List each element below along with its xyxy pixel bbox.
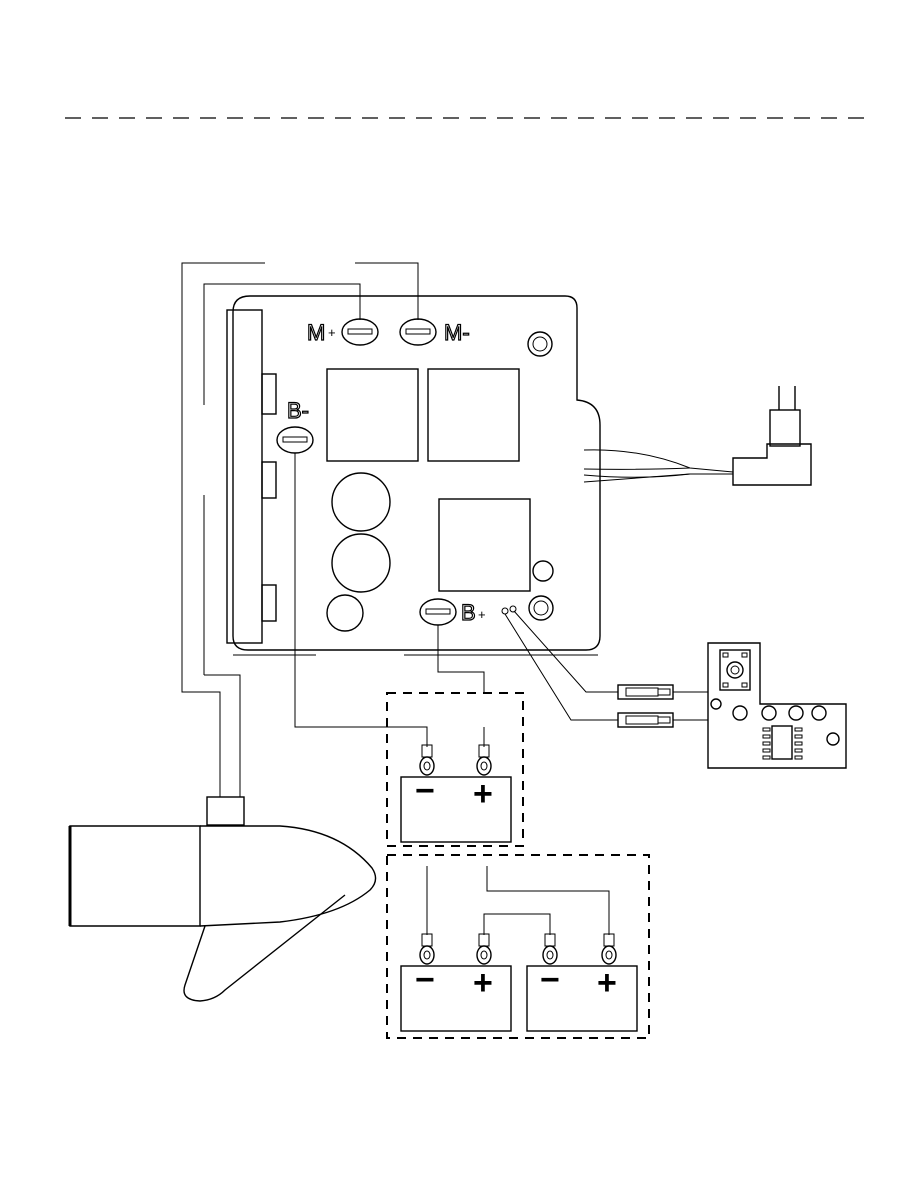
relay-1	[327, 369, 418, 461]
mount-hole-bottom	[529, 596, 553, 620]
label-b-plus: B	[461, 600, 476, 625]
label-m-plus: M	[307, 320, 325, 345]
battery-3-negative: −	[540, 961, 560, 999]
power-plug	[733, 386, 811, 485]
capacitor-2	[332, 534, 390, 592]
small-component	[533, 561, 553, 581]
trolling-motor	[70, 797, 376, 1001]
motor-wire-outer	[182, 263, 265, 797]
capacitor-3	[327, 595, 363, 631]
motor-wire-inner-down	[204, 675, 240, 797]
terminal-m-plus	[342, 319, 378, 345]
label-m-plus-sup: +	[328, 325, 336, 340]
capacitor-1	[332, 473, 390, 531]
signal-pin-2	[510, 606, 516, 612]
mount-hole-bottom-inner	[534, 601, 548, 615]
label-m-minus: M-	[444, 320, 470, 345]
b-plus-wire	[438, 625, 484, 693]
signal-wire-1	[514, 611, 618, 692]
battery-series-link	[484, 914, 550, 935]
signal-pin-1	[502, 608, 508, 614]
heatsink-tab-1	[262, 374, 276, 414]
battery-2-negative: −	[415, 961, 435, 999]
heatsink-tab-2	[262, 462, 276, 498]
battery-group-12v	[387, 693, 523, 846]
terminal-b-minus	[277, 427, 313, 453]
battery-1-positive: +	[473, 775, 493, 813]
connector-2	[618, 713, 673, 727]
battery-3-positive: +	[597, 964, 617, 1002]
terminal-m-minus	[400, 319, 436, 345]
battery-1-negative: −	[415, 772, 435, 810]
signal-wire-2	[505, 614, 618, 720]
terminal-b-plus	[420, 599, 456, 625]
relay-2	[428, 369, 519, 461]
b-minus-wire	[295, 453, 427, 747]
module-block	[439, 499, 530, 591]
heatsink-tab-3	[262, 585, 276, 621]
battery-2-positive: +	[473, 964, 493, 1002]
connector-1	[618, 685, 673, 699]
label-b-minus: B-	[287, 398, 309, 423]
heatsink-rail	[227, 310, 262, 643]
mount-hole-top-inner	[533, 337, 547, 351]
remote-module-board	[708, 643, 846, 768]
label-b-plus-sup: +	[478, 607, 486, 622]
b24-plus-wire	[487, 866, 609, 935]
mount-hole-top	[528, 332, 552, 356]
motor-wire-m-minus	[355, 263, 418, 320]
